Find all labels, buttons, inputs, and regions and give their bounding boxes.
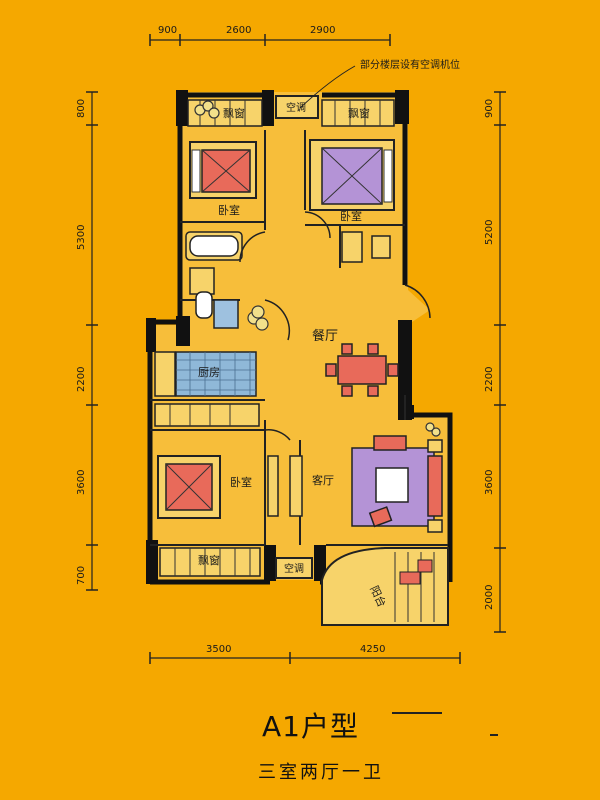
title-dash [490,734,498,736]
left-dim-1: 800 [76,99,87,118]
room-label-dining: 餐厅 [312,328,338,344]
right-dim-1: 900 [484,99,495,118]
room-label-bedroom-master: 卧室 [218,203,240,217]
bed-third-icon [157,455,221,519]
room-label-living: 客厅 [312,473,334,487]
left-dim-3: 2200 [76,367,87,392]
desk-icon [341,231,391,263]
dimension-ticks [86,34,506,664]
dimension-lines [91,39,501,659]
bed-second-icon [309,139,395,211]
bottom-dim-2: 4250 [360,644,385,655]
right-dim-2: 5200 [484,220,495,245]
top-dim-1: 900 [158,25,177,36]
tv-cabinet-icon [267,455,303,517]
room-label-kitchen: 厨房 [198,366,220,379]
door-swings [239,211,431,441]
right-dim-4: 3600 [484,470,495,495]
room-label-bay-top-left: 飘窗 [223,106,245,120]
bottom-dim-1: 3500 [206,644,231,655]
kitchen-floor [154,351,260,427]
bathroom-fixtures [185,231,243,329]
left-dim-2: 5300 [76,225,87,250]
unit-model-title: A1户型 [262,710,359,743]
right-dim-5: 2000 [484,585,495,610]
room-label-ac-top: 空调 [286,101,306,114]
ac-note: 部分楼层设有空调机位 [360,58,460,71]
balcony [321,547,449,626]
bed-master-icon [189,141,257,199]
top-dim-3: 2900 [310,25,335,36]
room-label-bedroom-second: 卧室 [340,209,362,223]
top-dim-2: 2600 [226,25,251,36]
dining-table-icon [325,343,399,397]
room-label-bedroom-third: 卧室 [230,475,252,489]
sofa-set-icon [351,435,443,533]
left-dim-5: 700 [76,566,87,585]
room-label-ac-bottom: 空调 [284,562,304,575]
note-leader [299,65,356,109]
title-underline [392,712,442,714]
left-dim-4: 3600 [76,470,87,495]
room-label-bay-bottom: 飘窗 [198,553,220,567]
right-dim-3: 2200 [484,367,495,392]
room-label-bay-top-right: 飘窗 [348,106,370,120]
bay-window-bottom [159,547,313,579]
unit-layout-subtitle: 三室两厅一卫 [258,762,384,783]
